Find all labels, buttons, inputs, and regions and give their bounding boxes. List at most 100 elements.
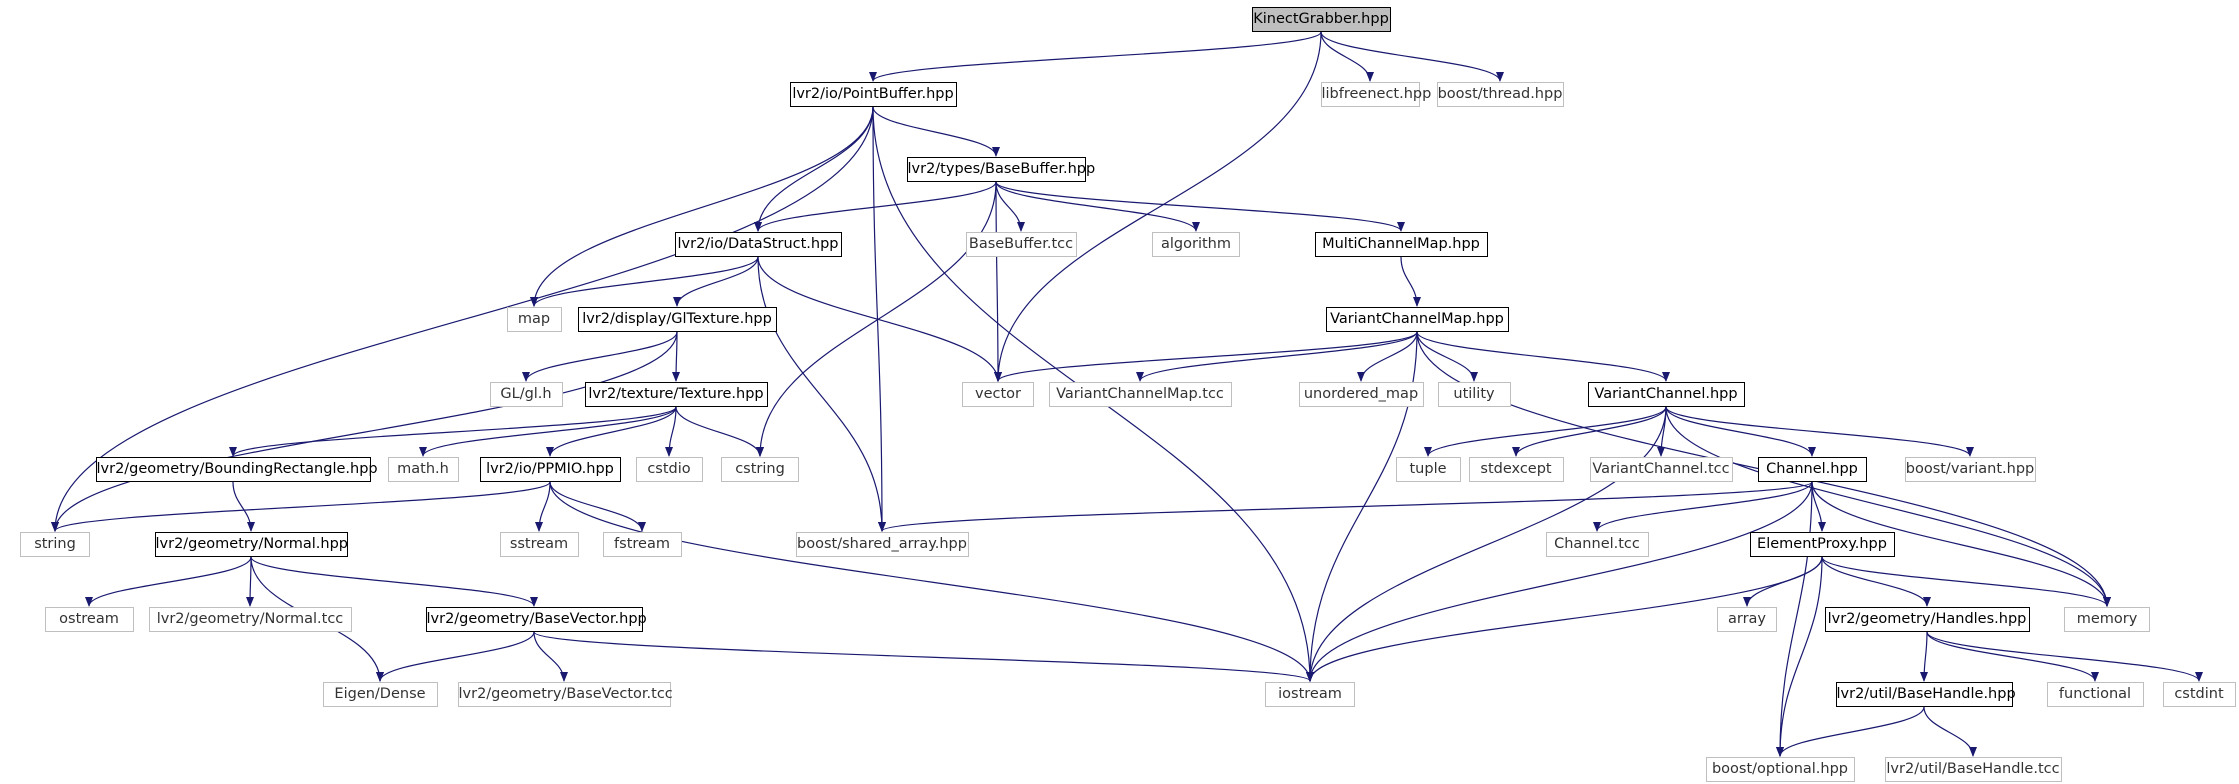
edge-tex-to-cstdio [665,406,677,457]
node-eproxy[interactable]: ElementProxy.hpp [1749,532,1895,557]
edge-bb-to-mcm [995,181,1405,232]
node-bhtcc: lvr2/util/BaseHandle.tcc [1884,757,2062,782]
node-ostream: ostream [44,607,134,632]
edge-normal-to-ostream [85,556,252,607]
edge-pb-to-string [51,106,874,532]
edge-normal-to-normtcc [246,556,255,607]
edge-kg-to-vec [994,31,1322,382]
node-ppm[interactable]: lvr2/io/PPMIO.hpp [479,457,621,482]
node-mcm[interactable]: MultiChannelMap.hpp [1314,232,1488,257]
node-bsa: boost/shared_array.hpp [795,532,969,557]
edge-gltex-to-tex [672,331,681,382]
edge-kg-to-bthr [1320,31,1504,82]
node-vec: vector [962,382,1034,407]
edge-eproxy-to-bopt [1776,556,1823,757]
node-tex[interactable]: lvr2/texture/Texture.hpp [584,382,768,407]
edge-handles-to-cstdint [1926,631,2203,682]
edge-vc-to-tuple [1424,406,1667,457]
edge-chan-to-bsa [878,481,1813,532]
edge-tex-to-ppm [546,406,677,457]
node-normal[interactable]: lvr2/geometry/Normal.hpp [154,532,348,557]
edge-bhandle-to-bhtcc [1923,706,1977,757]
edge-vc-to-memory [1665,406,2111,607]
node-brect[interactable]: lvr2/geometry/BoundingRectangle.hpp [95,457,378,482]
edge-handles-to-bhandle [1920,631,1929,682]
edge-vc-to-stdexc [1512,406,1667,457]
edge-chan-to-memory [1811,481,2111,607]
edge-kg-to-libf [1320,31,1374,82]
edge-ds-to-vec [757,256,1002,382]
edge-bb-to-ds [754,181,997,232]
node-ds[interactable]: lvr2/io/DataStruct.hpp [674,232,842,257]
node-bvar: boost/variant.hpp [1904,457,2036,482]
edge-pb-to-map [530,106,874,307]
edge-normal-to-bvech [250,556,538,607]
edge-vc-to-chan [1665,406,1816,457]
node-iostream: iostream [1265,682,1355,707]
edge-tex-to-mathh [419,406,677,457]
edge-brect-to-normal [232,481,255,532]
edge-eproxy-to-iostream [1306,556,1823,682]
node-vcm[interactable]: VariantChannelMap.hpp [1325,307,1509,332]
edge-vcm-to-vc [1416,331,1670,382]
edge-tex-to-cstring [675,406,764,457]
edge-kg-to-pb [869,31,1322,82]
edge-vcm-to-util [1416,331,1478,382]
edge-ppm-to-string [51,481,551,532]
node-gltex[interactable]: lvr2/display/GlTexture.hpp [577,307,777,332]
node-bbtcc: BaseBuffer.tcc [965,232,1077,257]
edge-ds-to-map [530,256,759,307]
node-array: array [1717,607,1777,632]
edge-bvech-to-eigen [376,631,535,682]
node-bhandle[interactable]: lvr2/util/BaseHandle.hpp [1835,682,2016,707]
node-memory: memory [2064,607,2150,632]
node-handles[interactable]: lvr2/geometry/Handles.hpp [1824,607,2030,632]
node-bthr: boost/thread.hpp [1436,82,1564,107]
node-chtcc: Channel.tcc [1545,532,1649,557]
edge-mcm-to-vcm [1400,256,1421,307]
edge-vcm-to-vcmtcc [1136,331,1418,382]
node-cstdint: cstdint [2162,682,2236,707]
edge-ds-to-gltex [673,256,759,307]
edge-handles-to-functional [1926,631,2099,682]
edge-bb-to-vec [993,181,1002,382]
edge-bvech-to-bvectcc [533,631,568,682]
node-chan[interactable]: Channel.hpp [1757,457,1867,482]
edge-gltex-to-glh [522,331,678,382]
node-cstring: cstring [721,457,799,482]
node-eigen: Eigen/Dense [322,682,438,707]
node-mathh: math.h [387,457,459,482]
edge-bvech-to-iostream [533,631,1314,682]
node-alg: algorithm [1152,232,1240,257]
edge-bhandle-to-bopt [1776,706,1925,757]
edge-pb-to-bb [872,106,1000,157]
node-sstream: sstream [499,532,579,557]
node-vctcc: VariantChannel.tcc [1589,457,1733,482]
edge-bb-to-alg [995,181,1200,232]
edge-ppm-to-sstream [535,481,551,532]
edge-vc-to-iostream [1306,406,1667,682]
node-bvectcc: lvr2/geometry/BaseVector.tcc [457,682,673,707]
node-bb[interactable]: lvr2/types/BaseBuffer.hpp [906,157,1095,182]
edge-bb-to-bbtcc [995,181,1025,232]
node-functional: functional [2046,682,2144,707]
node-kg: KinectGrabber.hpp [1251,7,1391,32]
edge-vc-to-bvar [1665,406,1974,457]
edge-ppm-to-iostream [549,481,1314,682]
edge-chan-to-iostream [1306,481,1813,682]
node-libf: libfreenect.hpp [1320,82,1431,107]
node-pb[interactable]: lvr2/io/PointBuffer.hpp [789,82,957,107]
edge-tex-to-brect [229,406,677,457]
edge-ppm-to-fstream [549,481,646,532]
node-string: string [20,532,90,557]
node-vcmtcc: VariantChannelMap.tcc [1048,382,1232,407]
node-bvech[interactable]: lvr2/geometry/BaseVector.hpp [425,607,647,632]
edge-ds-to-bsa [757,256,886,532]
node-umap: unordered_map [1298,382,1424,407]
node-vc[interactable]: VariantChannel.hpp [1587,382,1745,407]
edge-gltex-to-string [51,331,678,532]
edge-pb-to-ds [754,106,874,232]
edge-eproxy-to-memory [1821,556,2111,607]
edge-chan-to-chtcc [1593,481,1813,532]
node-util: utility [1437,382,1511,407]
